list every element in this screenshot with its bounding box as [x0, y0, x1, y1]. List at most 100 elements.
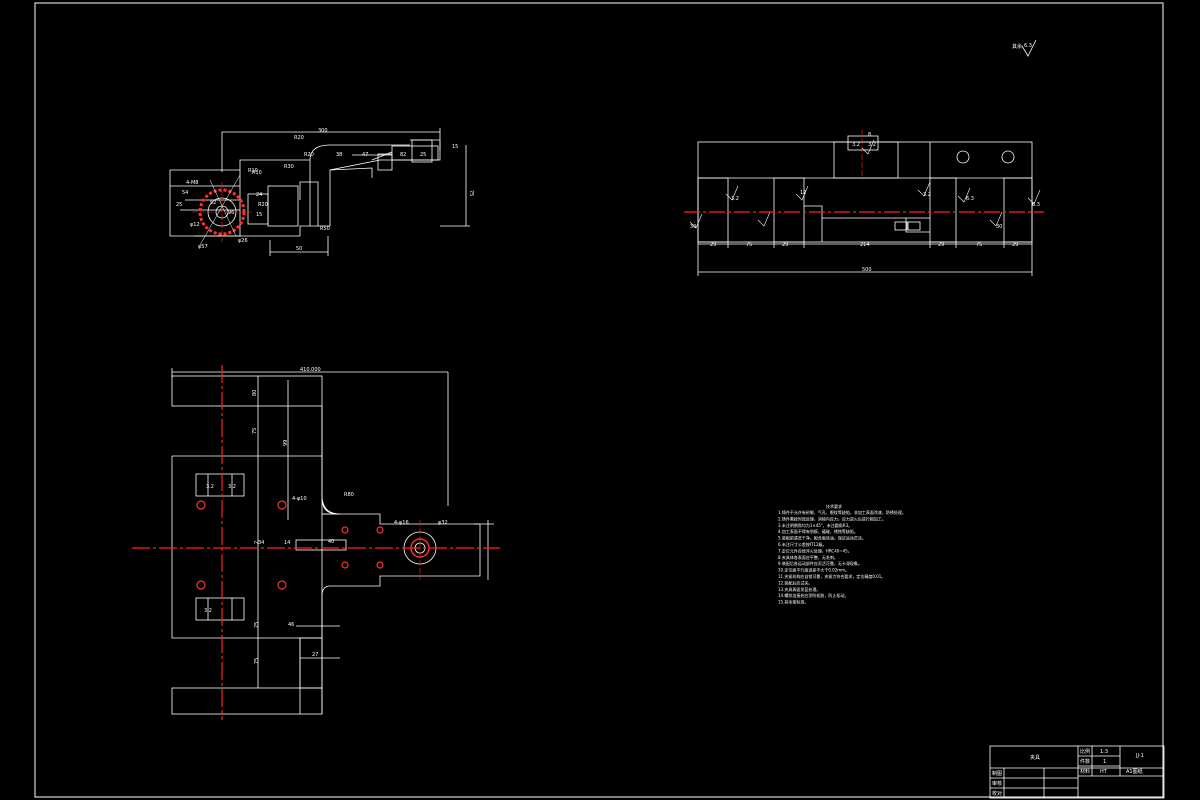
top-left-view	[169, 128, 470, 256]
tr-label-0: 8	[868, 132, 871, 138]
tech-note-line: 15.其余按标准。	[778, 599, 808, 605]
surface-finish-prefix: 其余	[1012, 43, 1022, 50]
bl-label-15: 27	[312, 652, 318, 658]
top-right-roughness-marks	[689, 139, 1041, 229]
tl-label-1: R20	[294, 135, 304, 141]
bl-label-6: R80	[344, 492, 354, 498]
tl-label-16: 25	[176, 202, 182, 208]
tr-dim-5: 75	[976, 242, 982, 248]
tech-note-line: 11.夹紧机构应自锁可靠，夹紧力符合要求，定位精度0.01。	[778, 573, 885, 579]
tl-label-2: R30	[284, 164, 294, 170]
tr-label-7: 6.3	[1032, 202, 1040, 208]
tr-label-4: 12	[800, 190, 806, 196]
title-block-qty: 1	[1103, 759, 1106, 765]
tech-note-line: 3.未注明倒角均为1×45°，未注圆角R3。	[778, 522, 852, 528]
title-block-drawing-no: JJ-1	[1135, 753, 1144, 759]
bl-label-17: 3.2	[228, 484, 236, 490]
title-block-sheet: A1图纸	[1126, 768, 1143, 775]
bottom-left-view	[171, 368, 494, 715]
tl-label-14: 54	[182, 190, 188, 196]
tr-label-3: 3.2	[731, 196, 739, 202]
bl-label-7: 4-φ16	[394, 520, 409, 526]
tl-label-13: 15	[256, 212, 262, 218]
tech-note-line: 13.夹具表面发蓝处理。	[778, 586, 820, 592]
tl-label-23: φ57	[198, 244, 208, 250]
tech-note-line: 4.加工表面不得有划痕、磕碰、锈蚀等缺陷。	[778, 528, 858, 534]
tl-label-4: R10	[248, 168, 258, 174]
tr-dim-6: 29	[1012, 242, 1018, 248]
title-block-scale-label: 比例	[1080, 748, 1090, 755]
bl-label-3: 99	[283, 440, 289, 446]
tech-note-line: 14.螺纹连接处应涂防松胶，防止松动。	[778, 592, 848, 598]
title-block-material-label: 材料	[1080, 768, 1090, 775]
tl-label-7: 47	[362, 152, 368, 158]
top-right-view	[697, 135, 1033, 276]
tl-label-12: 24	[256, 192, 262, 198]
tl-label-15: 4-M8	[186, 180, 198, 186]
tl-label-11: 75	[468, 190, 474, 196]
tl-label-5: R50	[320, 226, 330, 232]
title-block-material: HT	[1100, 769, 1108, 775]
tr-label-1: 3.2	[852, 142, 860, 148]
bl-label-0: 410.000	[300, 367, 321, 373]
title-block	[989, 745, 1165, 799]
title-block-name: 夹具	[1030, 754, 1040, 761]
tl-label-22: φ12	[190, 222, 200, 228]
tl-label-10: 15	[452, 144, 458, 150]
tl-label-20: 52	[210, 200, 216, 206]
tr-dim-4: 29	[938, 242, 944, 248]
surface-finish-value: 6.3	[1024, 43, 1032, 49]
bl-label-2: 75	[252, 428, 258, 434]
bl-label-13: 46	[288, 622, 294, 628]
bl-label-11: 34	[258, 540, 264, 546]
tl-label-9: 25	[420, 152, 426, 158]
bl-label-14: 75	[254, 658, 260, 664]
tech-note-line: 1.铸件不允许有砂眼、气孔、裂纹等缺陷，非加工表面涂漆，防锈处理。	[778, 509, 906, 515]
title-block-qty-label: 件数	[1080, 758, 1090, 765]
tr-dim-3: 214	[860, 242, 870, 248]
drawing-frame	[34, 2, 1164, 798]
tech-note-line: 12.装配后应试夹。	[778, 579, 812, 585]
tr-label-9: 30	[996, 224, 1002, 230]
tr-dim-2: 29	[782, 242, 788, 248]
title-block-scale: 1:3	[1100, 749, 1108, 755]
tr-dim-1: 75	[746, 242, 752, 248]
bl-label-4: 2	[254, 541, 260, 544]
tr-dim-0: 29	[710, 242, 716, 248]
top-left-boss	[192, 174, 252, 246]
tl-label-18: 50	[296, 246, 302, 252]
tr-label-5: 3.2	[923, 192, 931, 198]
bl-label-9: 40	[328, 539, 334, 545]
tl-label-0: 300	[318, 128, 328, 134]
tl-label-19: R20	[258, 202, 268, 208]
bl-label-16: 3.2	[206, 484, 214, 490]
bl-label-18: 3.2	[204, 608, 212, 614]
bottom-left-holes	[196, 500, 384, 590]
title-block-row-label: 校对	[992, 790, 1002, 797]
tr-label-8: 30	[690, 224, 696, 230]
bl-label-8: φ32	[438, 520, 448, 526]
bl-label-5: 4-φ10	[292, 496, 307, 502]
tl-label-8: 82	[400, 152, 406, 158]
tech-note-line: 2.铸件需经时效处理，消除内应力，应力退火后进行粗加工。	[778, 515, 886, 521]
tl-label-21: 96	[228, 210, 234, 216]
tr-label-6: 6.3	[966, 196, 974, 202]
tr-dim-7: 500	[862, 267, 872, 273]
tl-label-3: R20	[304, 152, 314, 158]
tl-label-24: φ26	[238, 238, 248, 244]
title-block-row-label: 制图	[992, 770, 1002, 777]
tech-notes-title: 技术要求	[826, 503, 842, 509]
tl-label-6: 38	[336, 152, 342, 158]
surface-finish-mark: 其余 6.3	[1012, 39, 1037, 57]
tech-note-line: 10.定位面平行度误差不大于0.02mm。	[778, 567, 849, 573]
tech-note-line: 9.装配后各运动部件应灵活可靠，无卡滞现象。	[778, 560, 862, 566]
bl-label-12: 25	[254, 622, 260, 628]
bl-label-1: 80	[252, 390, 258, 396]
tech-note-line: 5.装配前清洗干净，配合面涂油，保证运动灵活。	[778, 535, 866, 541]
tech-note-line: 8.夹具体各表面应平整，无毛刺。	[778, 554, 838, 560]
